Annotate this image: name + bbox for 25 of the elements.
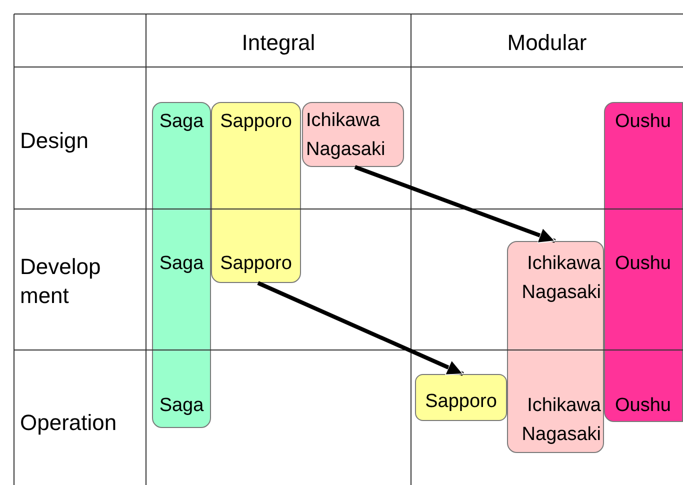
node-label: Sapporo [219, 110, 293, 134]
node-label: Ichikawa Nagasaki [520, 252, 602, 305]
arrow [354, 165, 556, 244]
node-label: Oushu [614, 110, 672, 134]
table-header: Operation [20, 409, 118, 437]
node-label: Ichikawa Nagasaki [305, 109, 386, 162]
rounded-bar [507, 241, 604, 453]
node-label: Oushu [614, 394, 672, 418]
table-header: Modular [506, 29, 588, 57]
rounded-bar [415, 374, 507, 421]
rounded-bar [152, 102, 211, 428]
table-header: Develop ment [20, 253, 102, 310]
rounded-bar [302, 102, 404, 167]
node-label: Sapporo [219, 252, 293, 276]
node-label: Oushu [614, 252, 672, 276]
arrow [257, 281, 464, 376]
node-label: Sapporo [424, 390, 498, 414]
table-header: Integral [240, 29, 316, 57]
rounded-bar [604, 102, 683, 422]
node-label: Saga [158, 394, 205, 418]
table-header: Design [20, 127, 90, 155]
node-label: Saga [158, 252, 205, 276]
node-label: Ichikawa Nagasaki [520, 394, 602, 447]
rounded-bar [211, 102, 301, 283]
node-label: Saga [158, 110, 205, 134]
